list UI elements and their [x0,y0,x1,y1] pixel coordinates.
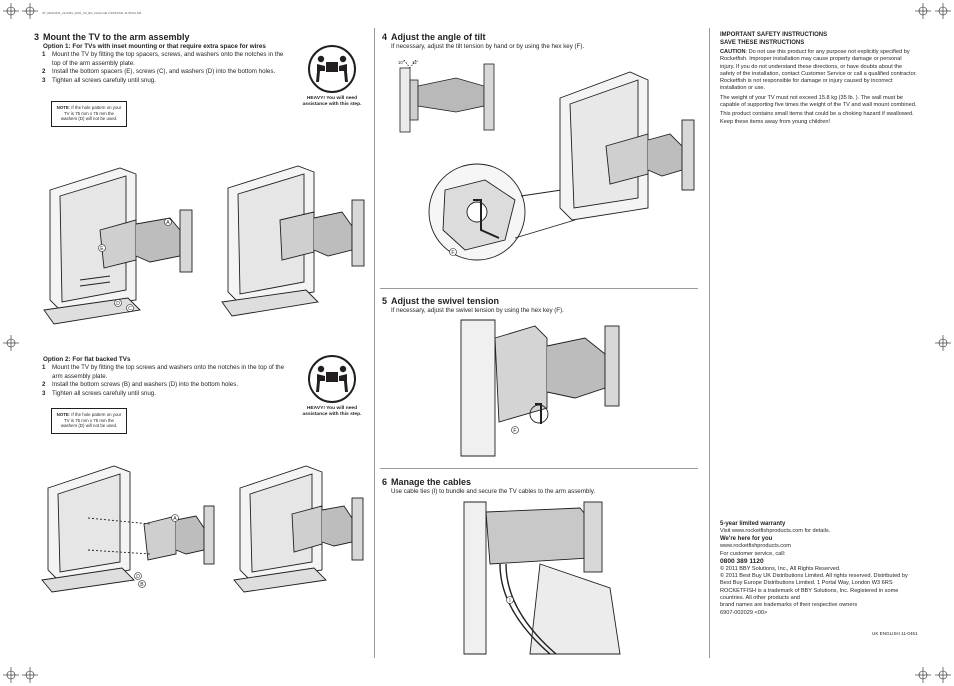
safety-title: IMPORTANT SAFETY INSTRUCTIONS [720,32,828,38]
option1-tv-illustration-b [221,165,365,317]
callout-a: A [173,516,177,522]
step4-text: If necessary, adjust the tilt tension by… [391,43,585,50]
section-divider-5 [380,288,698,289]
callout-b: B [140,582,144,588]
warranty-title: 5-year limited warranty [720,521,786,527]
product-code: 6907-002029 <00> [720,609,768,616]
tilt-tv-illustration [559,71,695,221]
weight-paragraph: The weight of your TV must not exceed 15… [720,94,917,109]
option2-title: Option 2: For flat backed TVs [43,356,131,363]
two-person-lift-icon [308,45,356,93]
note-box-option1: NOTE: If the hole pattern on your TV is … [51,101,127,127]
step4-title: Adjust the angle of tilt [391,32,486,42]
cable-management-illustration: I [463,501,621,655]
tilt-angle-right: 12° [412,60,419,65]
copyright-4: brand names are trademarks of their resp… [720,602,858,609]
callout-c: C [128,306,132,312]
step6-text: Use cable ties (I) to bundle and secure … [391,488,596,495]
callout-a: A [166,220,170,226]
support-title: We're here for you [720,536,773,543]
safety-subtitle: SAVE THESE INSTRUCTIONS [720,40,805,46]
heavy-warning-1: HEAVY! You will need assistance with thi… [302,96,362,108]
step6-title: Manage the cables [391,477,472,487]
support-phone: 0800 389 1120 [720,557,764,565]
warranty-text: Visit www.rocketfishproducts.com for det… [720,528,831,534]
print-slug: ST_RFAC641_11-0451_QSG_V2_EN_Final.indd … [42,11,142,15]
tilt-angle-left: 10° [398,60,405,65]
step5-title: Adjust the swivel tension [391,296,500,306]
note-box-option2: NOTE: If the hole pattern on your TV is … [51,408,127,434]
copyright-3: ROCKETFISH is a trademark of BBY Solutio… [720,587,899,602]
callout-d: D [136,574,140,580]
warranty-section: 5-year limited warranty Visit www.rocket… [720,520,917,617]
safety-section: IMPORTANT SAFETY INSTRUCTIONS SAVE THESE… [720,31,917,126]
tilt-side-illustration: 10° 12° [398,59,495,133]
page-footer: UK ENGLISH 11-0451 [872,631,918,636]
choking-paragraph: This product contains small items that c… [720,111,914,125]
callout-d: D [116,301,120,307]
swivel-illustration: F [460,319,620,457]
caution-paragraph: CAUTION: Do not use this product for any… [720,49,917,92]
copyright-1: © 2011 BBY Solutions, Inc., All Rights R… [720,565,841,572]
column-divider-left [374,28,375,658]
two-person-lift-icon [308,355,356,403]
support-service: For customer service, call: [720,550,786,557]
step5-text: If necessary, adjust the swivel tension … [391,307,564,314]
option2-tv-illustration-a: A D B [41,465,215,593]
option1-tv-illustration-a: A E D C [43,167,193,325]
support-site: www.rocketfishproducts.com [720,543,791,550]
step3-number: 3 [34,32,40,42]
callout-e: E [100,246,104,252]
option2-tv-illustration-b [233,465,364,593]
callout-f: F [513,428,516,434]
callout-f: F [451,250,454,256]
step3-title: Mount the TV to the arm assembly [43,32,190,42]
option1-title: Option 1: For TVs with inset mounting or… [43,43,266,50]
heavy-warning-2: HEAVY! You will need assistance with thi… [302,406,362,418]
column-divider-right [709,28,710,658]
callout-i: I [509,598,510,604]
copyright-2: © 2011 Best Buy UK Distributions Limited… [720,573,908,587]
section-divider-6 [380,468,698,469]
